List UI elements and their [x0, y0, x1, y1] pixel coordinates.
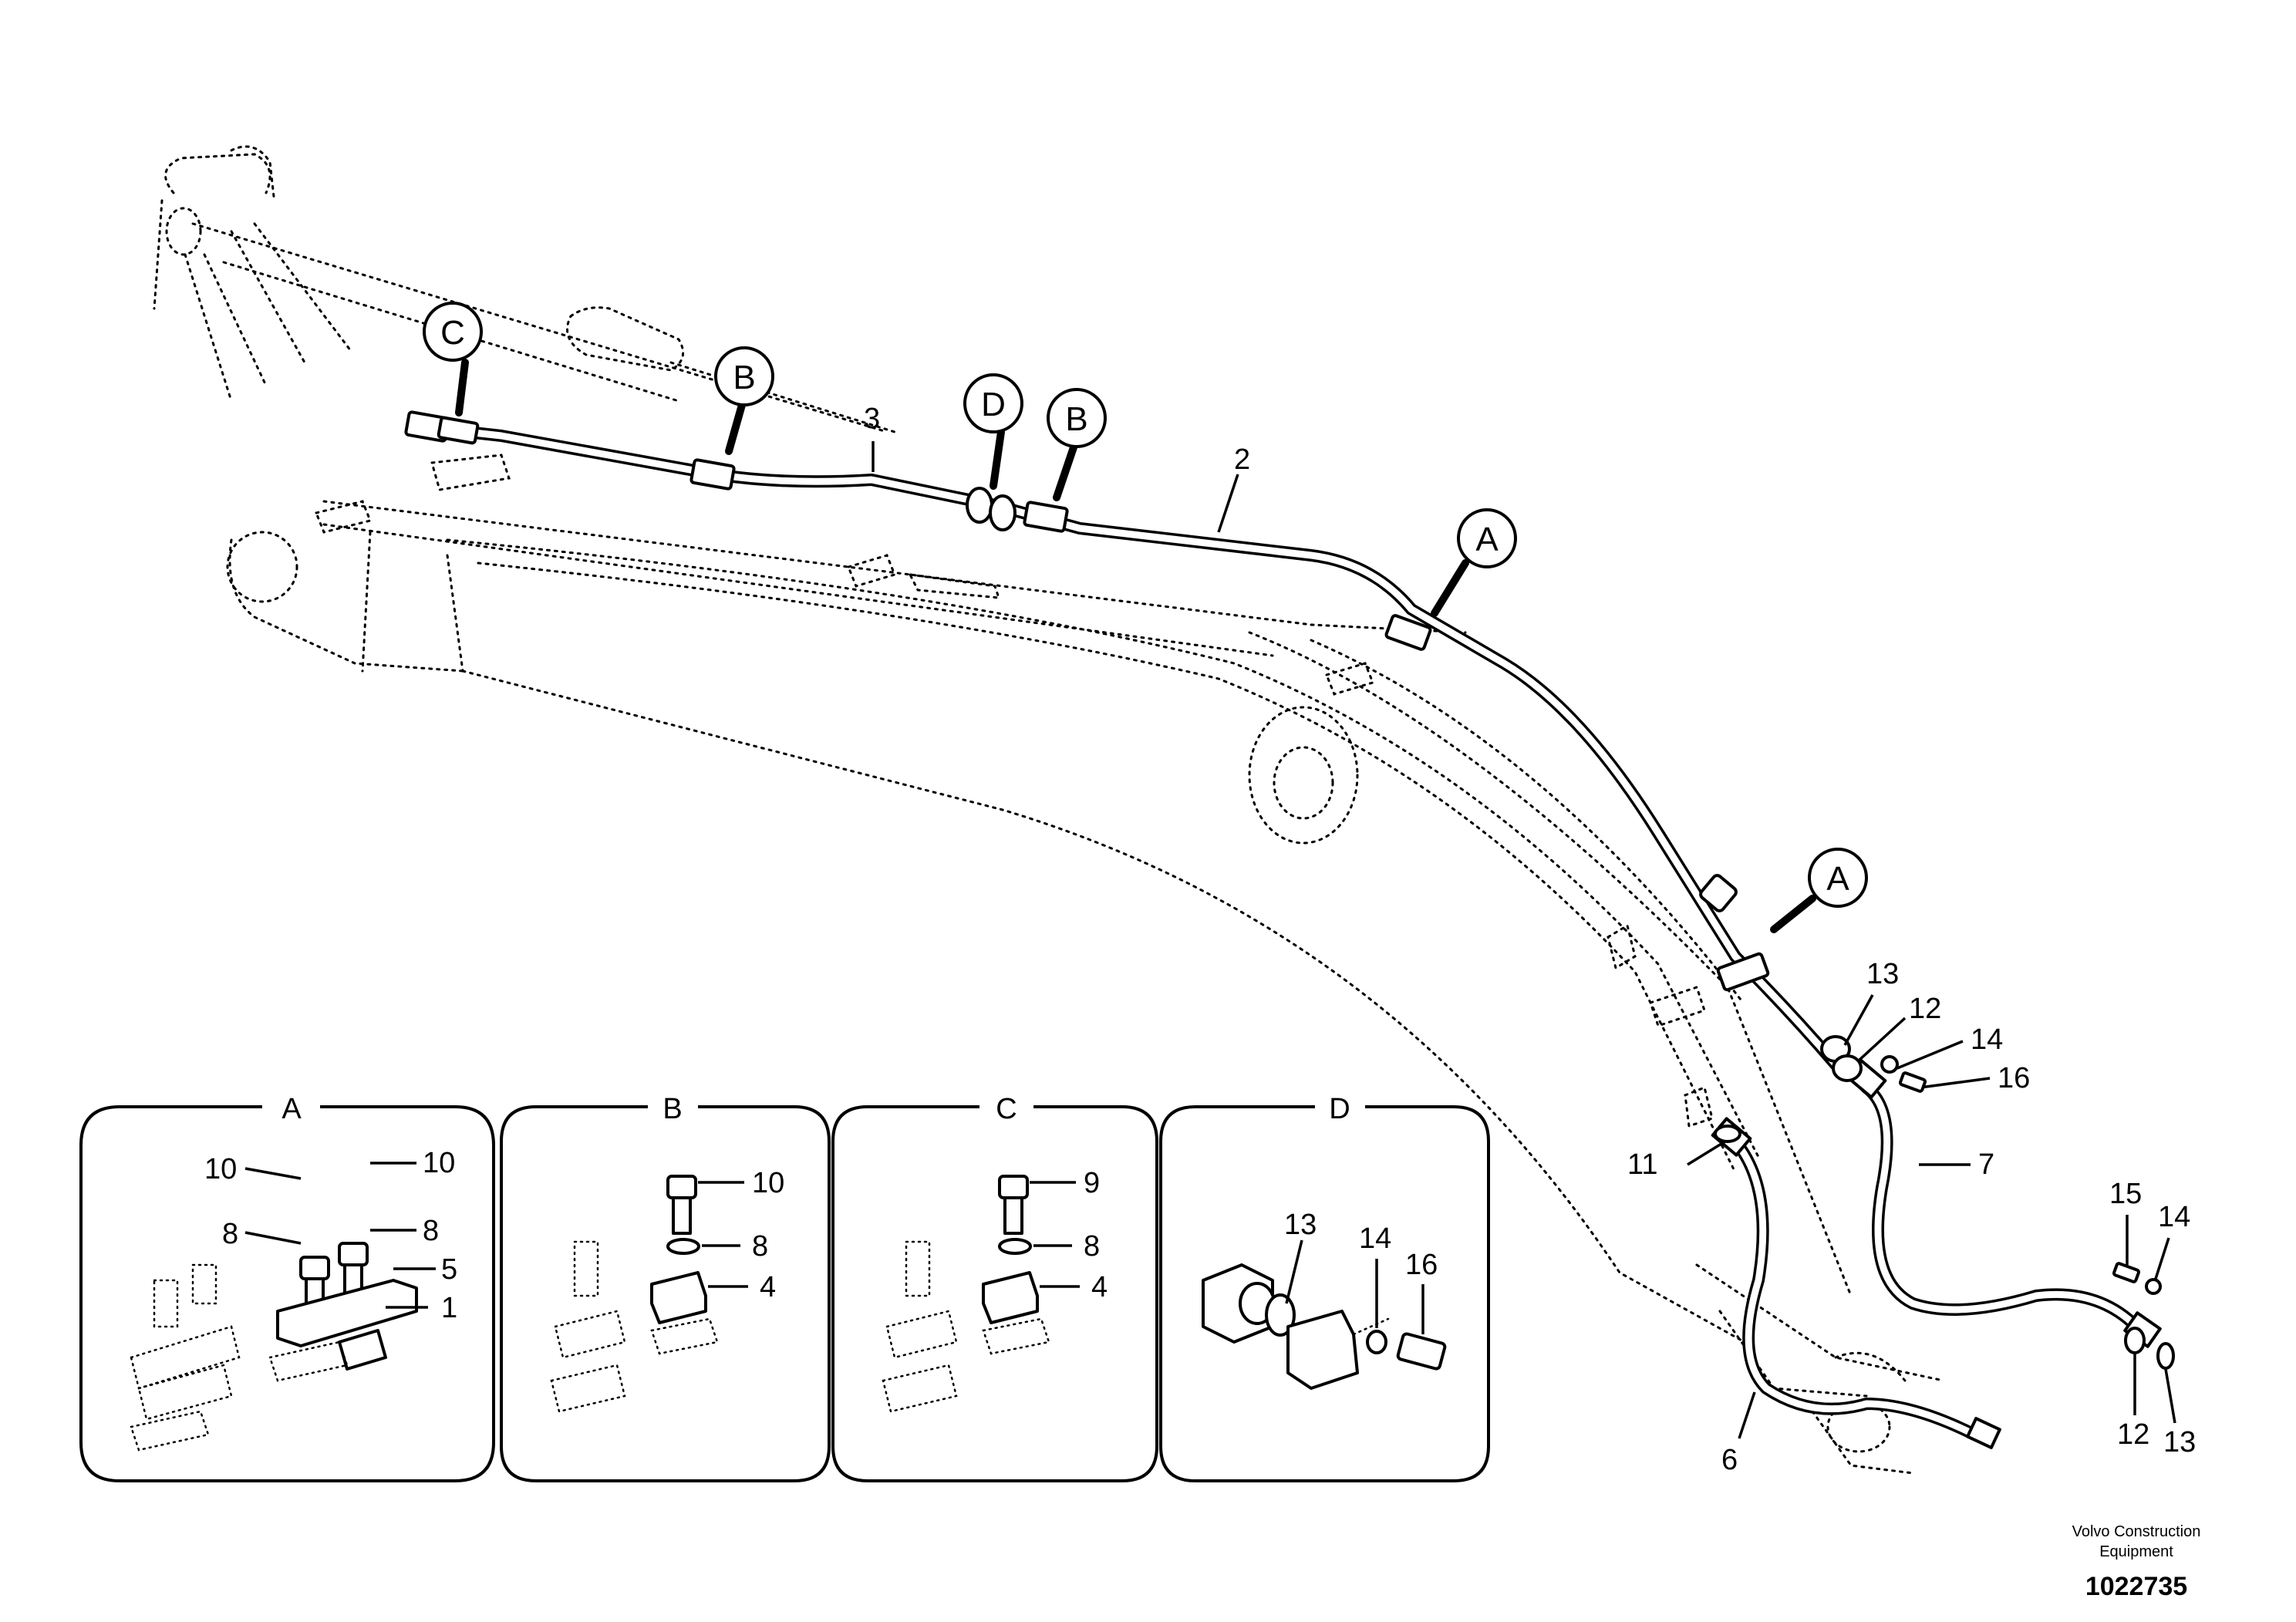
detail-C-title: C	[996, 1093, 1017, 1125]
label-6: 6	[1721, 1444, 1738, 1476]
callout-A-2: A	[1770, 848, 1868, 933]
detail-A-label-8a: 8	[222, 1218, 238, 1250]
pipe-clamps	[404, 410, 1863, 1082]
detail-A-label-10a: 10	[204, 1153, 237, 1185]
detail-box-D: D 13 14 16	[1159, 1093, 1490, 1482]
boom-outline	[153, 145, 1945, 1475]
brand-line-1: Volvo Construction	[2072, 1523, 2201, 1540]
label-15: 15	[2109, 1178, 2142, 1210]
label-12a: 12	[1909, 993, 1941, 1025]
detail-A-label-8b: 8	[423, 1215, 439, 1247]
label-12b: 12	[2117, 1418, 2149, 1451]
label-7: 7	[1978, 1148, 1994, 1181]
label-13b: 13	[2163, 1426, 2196, 1458]
detail-box-A: A 10 10 8 8 5 1	[79, 1093, 495, 1482]
label-11: 11	[1627, 1148, 1657, 1181]
detail-A-label-10b: 10	[423, 1147, 455, 1179]
detail-B-label-8: 8	[752, 1230, 768, 1263]
callout-A-1-letter: A	[1475, 521, 1499, 558]
callout-C-letter: C	[440, 314, 465, 352]
callout-D: D	[963, 373, 1023, 490]
detail-A-title: A	[282, 1093, 302, 1125]
callout-B-2-letter: B	[1065, 400, 1087, 438]
detail-D-label-16: 16	[1405, 1249, 1438, 1281]
detail-C-label-8: 8	[1084, 1230, 1100, 1263]
callout-A-1: A	[1431, 508, 1517, 617]
label-16a: 16	[1998, 1062, 2030, 1094]
callout-A-2-letter: A	[1826, 860, 1849, 898]
detail-D-label-14: 14	[1359, 1222, 1391, 1255]
detail-C-label-9: 9	[1084, 1167, 1100, 1199]
detail-C-label-4: 4	[1091, 1271, 1108, 1303]
detail-B-label-10: 10	[752, 1167, 784, 1199]
callout-B-2: B	[1047, 388, 1107, 501]
detail-B-title: B	[663, 1093, 682, 1125]
hydraulic-pipe-2	[989, 499, 1842, 1071]
detail-A-label-1: 1	[441, 1292, 457, 1324]
document-number: 1022735	[2085, 1572, 2187, 1601]
detail-A-label-5: 5	[441, 1253, 457, 1286]
brand-footer: Volvo Construction Equipment 1022735	[2072, 1523, 2201, 1601]
detail-box-C: C 9 8 4	[831, 1093, 1158, 1482]
detail-box-B: B 10 8 4	[500, 1093, 831, 1482]
detail-D-title: D	[1329, 1093, 1350, 1125]
callout-C: C	[423, 302, 483, 416]
callout-B-1-letter: B	[733, 359, 755, 396]
label-14b: 14	[2158, 1201, 2190, 1233]
detail-D-label-13: 13	[1284, 1209, 1317, 1241]
label-13a: 13	[1866, 958, 1899, 990]
label-14a: 14	[1971, 1023, 2003, 1056]
brand-line-2: Equipment	[2099, 1543, 2173, 1560]
callout-B-1: B	[714, 346, 774, 455]
label-2: 2	[1234, 443, 1250, 476]
callout-D-letter: D	[981, 386, 1006, 423]
main-part-labels: 3 2 13 12 14 16 11 7 15 14 6 12 13	[864, 403, 2196, 1476]
hydraulic-hose-6	[1711, 1117, 2001, 1449]
label-3: 3	[864, 403, 880, 435]
detail-B-label-4: 4	[760, 1271, 776, 1303]
